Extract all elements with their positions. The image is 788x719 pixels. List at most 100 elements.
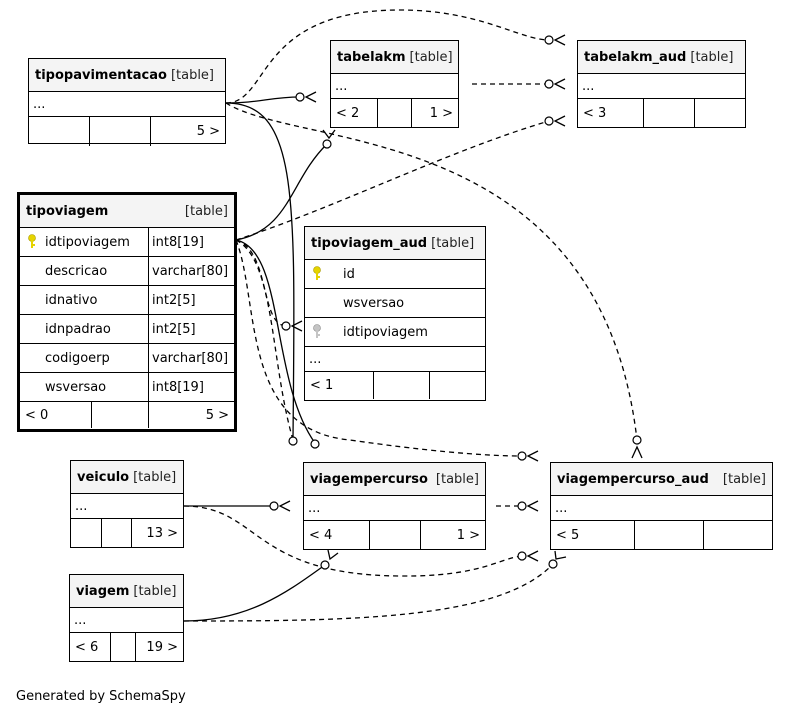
- child-count: [704, 521, 772, 550]
- child-count: [695, 99, 745, 128]
- table-header: viagem [table]: [70, 575, 183, 608]
- table-footer: < 4 1 >: [304, 521, 485, 550]
- parent-count: < 1: [305, 372, 374, 399]
- key-icon: [313, 324, 321, 343]
- column-row[interactable]: descricao varchar[80]: [20, 257, 234, 286]
- column-row[interactable]: idtipoviagem int8[19]: [20, 228, 234, 257]
- table-type-tag: [table]: [690, 49, 734, 65]
- table-header: tabelakm [table]: [331, 41, 458, 74]
- table-viagem[interactable]: viagem [table] ... < 6 19 >: [69, 574, 184, 662]
- table-viagempercurso-aud[interactable]: viagempercurso_aud [table] ... < 5: [550, 462, 773, 550]
- footer-spacer: [92, 402, 149, 428]
- table-footer: < 2 1 >: [331, 99, 458, 128]
- parent-count: < 3: [578, 99, 644, 128]
- column-row[interactable]: codigoerp varchar[80]: [20, 344, 234, 373]
- table-name: tabelakm_aud: [584, 49, 687, 65]
- table-footer: 5 >: [29, 117, 225, 146]
- child-count: 13 >: [146, 526, 178, 541]
- columns-collapsed: ...: [331, 74, 458, 99]
- columns-collapsed: ...: [29, 92, 225, 117]
- parent-count: < 6: [70, 633, 111, 662]
- child-count: 5 >: [196, 124, 220, 139]
- table-name: viagempercurso: [310, 471, 428, 487]
- columns-collapsed: ...: [305, 347, 485, 372]
- child-count: 5 >: [205, 407, 229, 423]
- key-icon: [313, 266, 321, 285]
- table-tabelakm-aud[interactable]: tabelakm_aud [table] ... < 3: [577, 40, 746, 128]
- column-type: int2[5]: [152, 321, 196, 337]
- footer-spacer: [635, 521, 704, 550]
- footer-spacer: [111, 633, 136, 662]
- parent-count: [29, 117, 90, 146]
- parent-count: < 2: [331, 99, 378, 128]
- table-name: viagempercurso_aud: [557, 471, 709, 487]
- footer-spacer: [644, 99, 695, 128]
- table-type-tag: [table]: [133, 583, 177, 599]
- column-row[interactable]: wsversao: [305, 289, 485, 318]
- column-row[interactable]: idtipoviagem: [305, 318, 485, 347]
- table-header: veiculo [table]: [71, 461, 183, 494]
- column-type: int8[19]: [152, 234, 204, 250]
- columns-collapsed: ...: [304, 496, 485, 521]
- footer-spacer: [374, 372, 430, 399]
- column-name: wsversao: [343, 295, 405, 311]
- table-header: tipoviagem [table]: [20, 195, 234, 228]
- table-footer: < 5: [551, 521, 772, 550]
- column-row[interactable]: wsversao int8[19]: [20, 373, 234, 402]
- column-name: descricao: [20, 257, 149, 285]
- parent-count: < 0: [20, 402, 92, 428]
- column-type: int2[5]: [152, 292, 196, 308]
- table-name: tabelakm: [337, 49, 406, 65]
- column-name: id: [343, 266, 355, 282]
- table-header: viagempercurso [table]: [304, 463, 485, 496]
- table-type-tag: [table]: [133, 469, 177, 485]
- column-name: idnpadrao: [20, 315, 149, 343]
- table-header: tabelakm_aud [table]: [578, 41, 745, 74]
- column-type: varchar[80]: [152, 350, 229, 366]
- table-type-tag: [table]: [409, 49, 453, 65]
- table-name: tipoviagem: [26, 203, 109, 219]
- table-header: viagempercurso_aud [table]: [551, 463, 772, 496]
- table-tipopavimentacao[interactable]: tipopavimentacao [table] ... 5 >: [28, 58, 226, 146]
- column-type: varchar[80]: [152, 263, 229, 279]
- table-header: tipopavimentacao [table]: [29, 59, 225, 92]
- footer-spacer: [102, 519, 132, 548]
- column-type: int8[19]: [152, 379, 204, 395]
- key-icon: [28, 234, 36, 253]
- table-type-tag: [table]: [431, 235, 475, 251]
- parent-count: [71, 519, 102, 548]
- table-veiculo[interactable]: veiculo [table] ... 13 >: [70, 460, 184, 548]
- table-footer: < 3: [578, 99, 745, 128]
- table-type-tag: [table]: [722, 471, 766, 487]
- table-viagempercurso[interactable]: viagempercurso [table] ... < 4 1 >: [303, 462, 486, 550]
- column-name: codigoerp: [20, 344, 149, 372]
- table-name: tipopavimentacao: [35, 67, 167, 83]
- columns-collapsed: ...: [578, 74, 745, 99]
- table-type-tag: [table]: [184, 203, 228, 219]
- table-type-tag: [table]: [170, 67, 215, 83]
- columns-collapsed: ...: [70, 608, 183, 633]
- table-tabelakm[interactable]: tabelakm [table] ... < 2 1 >: [330, 40, 459, 128]
- column-name: wsversao: [20, 373, 149, 401]
- footer-spacer: [370, 521, 421, 550]
- column-row[interactable]: idnativo int2[5]: [20, 286, 234, 315]
- table-name: viagem: [76, 583, 130, 599]
- column-name: idtipoviagem: [343, 324, 428, 340]
- table-footer: < 6 19 >: [70, 633, 183, 662]
- child-count: [430, 372, 485, 399]
- footer-spacer: [378, 99, 412, 128]
- table-tipoviagem-aud[interactable]: tipoviagem_aud [table] id wsversao idtip…: [304, 226, 486, 401]
- column-name: idnativo: [20, 286, 149, 314]
- table-footer: 13 >: [71, 519, 183, 548]
- table-header: tipoviagem_aud [table]: [305, 227, 485, 260]
- parent-count: < 5: [551, 521, 635, 550]
- columns-collapsed: ...: [71, 494, 183, 519]
- column-row[interactable]: id: [305, 260, 485, 289]
- table-name: tipoviagem_aud: [311, 235, 428, 251]
- table-tipoviagem[interactable]: tipoviagem [table] idtipoviagem int8[19]…: [17, 192, 237, 432]
- column-row[interactable]: idnpadrao int2[5]: [20, 315, 234, 344]
- table-type-tag: [table]: [435, 471, 479, 487]
- child-count: 19 >: [146, 640, 178, 655]
- table-footer: < 0 5 >: [20, 402, 234, 428]
